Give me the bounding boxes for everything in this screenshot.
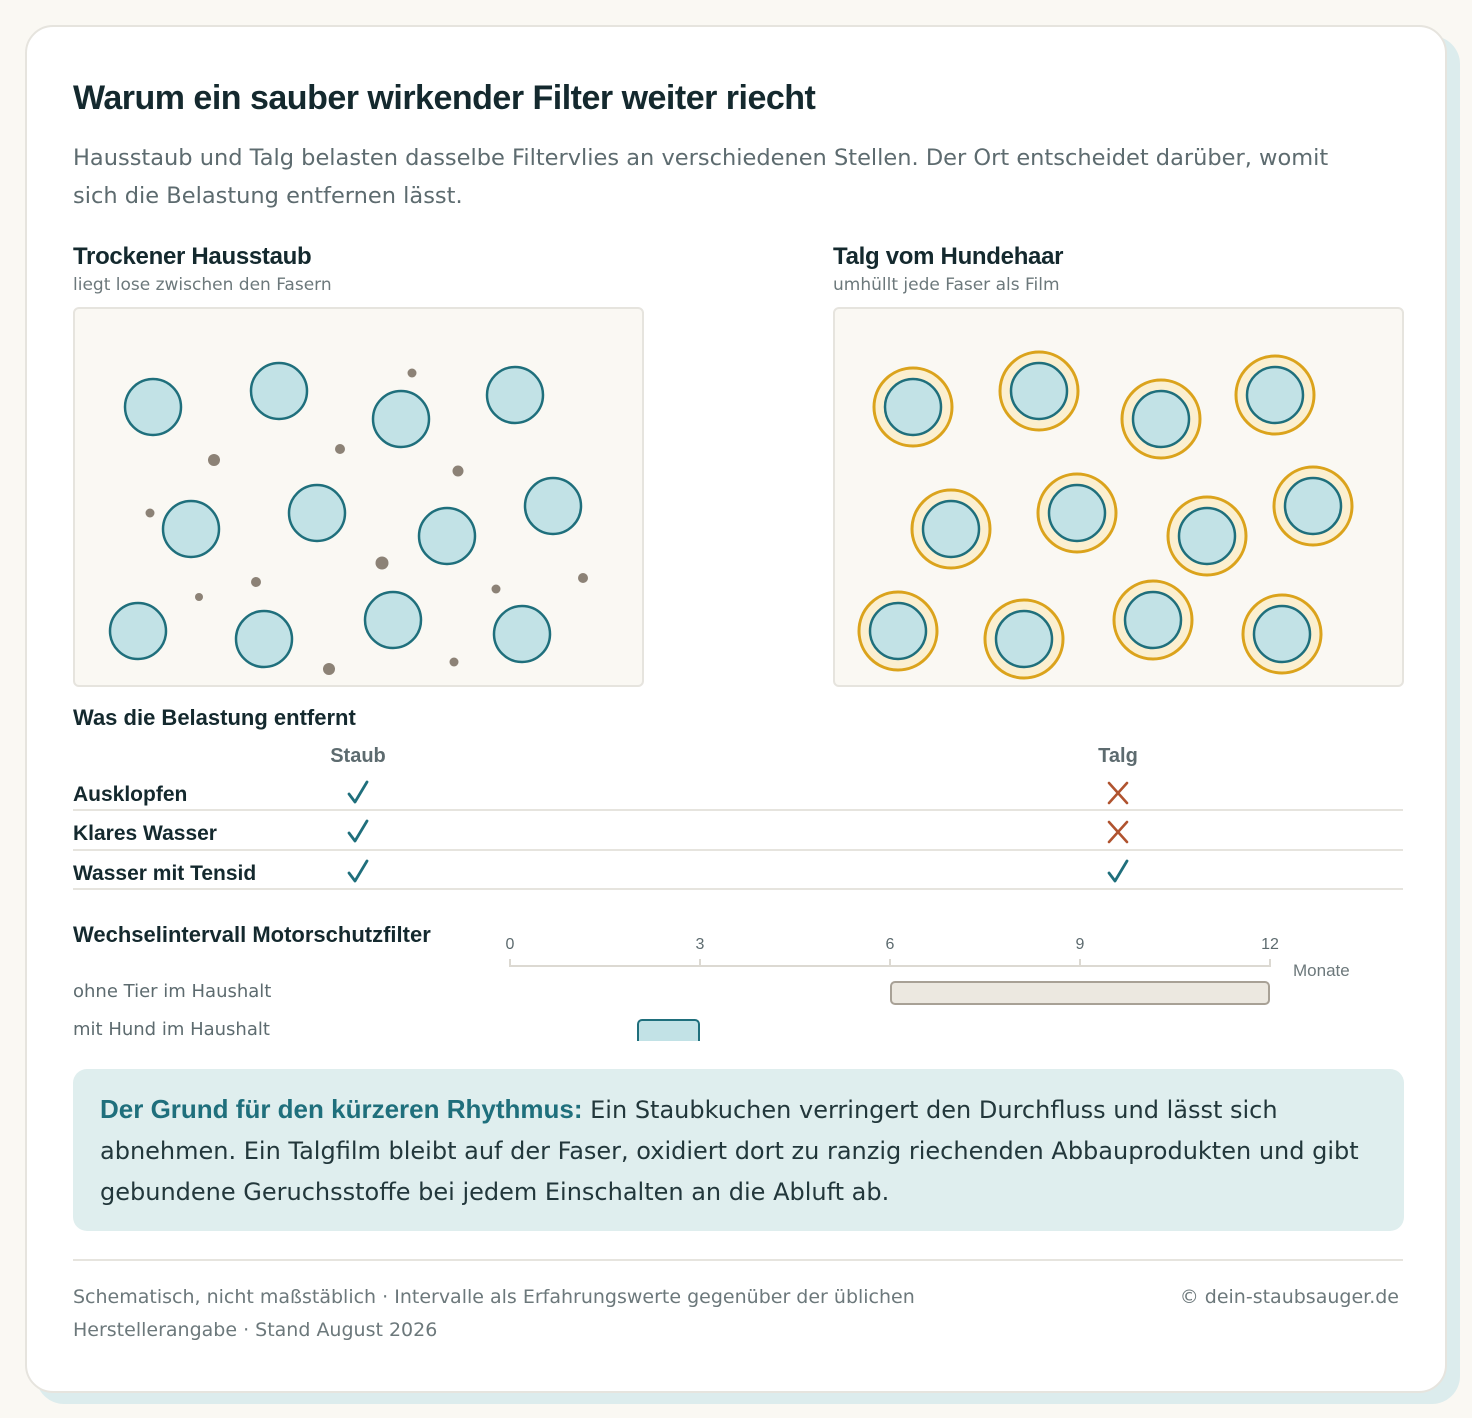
row-label-klares-wasser: Klares Wasser	[73, 822, 217, 845]
dust-particle	[491, 584, 501, 594]
fiber	[287, 483, 347, 543]
fiber	[883, 377, 943, 437]
check-icon	[345, 858, 371, 891]
fiber	[868, 601, 928, 661]
fiber	[363, 590, 423, 650]
fiber	[492, 604, 552, 664]
dust-particle	[208, 454, 220, 466]
fiber	[249, 361, 309, 421]
footer-divider	[73, 1259, 1403, 1261]
fiber	[108, 601, 168, 661]
explanation-callout: Der Grund für den kürzeren Rhythmus: Ein…	[73, 1069, 1404, 1231]
bar-label-dog: mit Hund im Haushalt	[73, 1019, 270, 1040]
row-label-ausklopfen: Ausklopfen	[73, 783, 188, 806]
sebum-coated-fiber	[1234, 354, 1316, 436]
tick-mark	[1269, 959, 1271, 967]
footer-note: Schematisch, nicht maßstäblich · Interva…	[73, 1286, 915, 1341]
row-divider	[73, 849, 1403, 851]
tick-label: 12	[1261, 936, 1279, 953]
row-divider	[73, 888, 1403, 890]
callout-lead-in: Der Grund für den kürzeren Rhythmus:	[100, 1094, 583, 1124]
fiber	[994, 609, 1054, 669]
sebum-coated-fiber	[1272, 465, 1354, 547]
tick-mark	[699, 959, 701, 967]
fiber	[123, 377, 183, 437]
dust-particle	[335, 444, 345, 454]
panel-dust-subtitle: liegt lose zwischen den Fasern	[73, 275, 332, 295]
interval-bar-no-pet	[890, 981, 1270, 1005]
fiber	[1123, 590, 1183, 650]
fiber	[1009, 361, 1069, 421]
sebum-coated-fiber	[1120, 378, 1202, 460]
callout-text: Ein Staubkuchen verringert den Durchflus…	[100, 1096, 1359, 1206]
dust-particle	[578, 573, 588, 583]
tick-label: 9	[1075, 936, 1085, 953]
panel-dust-title: Trockener Hausstaub	[73, 243, 312, 270]
sebum-coated-fiber	[1241, 593, 1323, 675]
sebum-coated-fiber	[998, 350, 1080, 432]
fiber	[1245, 365, 1305, 425]
interval-title: Wechselintervall Motorschutzfilter	[73, 922, 431, 947]
panel-dust-diagram	[73, 307, 644, 687]
panel-sebum-title: Talg vom Hundehaar	[833, 243, 1064, 270]
sebum-coated-fiber	[1112, 579, 1194, 661]
page-title: Warum ein sauber wirkender Filter weiter…	[73, 79, 816, 117]
tick-label: 0	[505, 936, 515, 953]
tick-label: 3	[695, 936, 705, 953]
cross-icon	[1105, 818, 1131, 851]
footer-copyright: © dein-staubsauger.de	[1179, 1286, 1399, 1308]
cross-icon	[1105, 779, 1131, 812]
dust-particle	[145, 508, 155, 518]
sebum-coated-fiber	[1036, 472, 1118, 554]
row-label-wasser-tensid: Wasser mit Tensid	[73, 862, 257, 885]
fiber	[523, 476, 583, 536]
panel-sebum-subtitle: umhüllt jede Faser als Film	[833, 275, 1060, 295]
lead-text: Hausstaub und Talg belasten dasselbe Fil…	[73, 145, 1329, 209]
tick-mark	[889, 959, 891, 967]
column-head-talg: Talg	[1098, 745, 1138, 767]
dust-particle	[375, 556, 389, 570]
tick-mark	[509, 959, 511, 967]
fiber	[1177, 506, 1237, 566]
check-icon	[345, 818, 371, 851]
dust-particle	[323, 663, 335, 675]
dust-particle	[195, 593, 203, 601]
sebum-coated-fiber	[1166, 495, 1248, 577]
panel-sebum-diagram	[833, 307, 1404, 687]
check-icon	[1105, 858, 1131, 891]
interval-bar-dog	[636, 1019, 700, 1041]
tick-mark	[1079, 959, 1081, 967]
row-divider	[73, 809, 1403, 811]
fiber	[161, 499, 221, 559]
dust-particle	[407, 368, 417, 378]
dust-particle	[449, 657, 459, 667]
sebum-fiber-diagram	[857, 350, 1354, 680]
removal-title: Was die Belastung entfernt	[73, 705, 356, 730]
fiber	[1283, 476, 1343, 536]
dust-particle	[251, 577, 261, 587]
sebum-coated-fiber	[983, 598, 1065, 680]
fiber	[485, 365, 545, 425]
dust-particle	[452, 465, 464, 477]
interval-unit: Monate	[1293, 961, 1350, 980]
check-icon	[345, 779, 371, 812]
infographic-card: Warum ein sauber wirkender Filter weiter…	[25, 25, 1447, 1393]
bar-label-no-pet: ohne Tier im Haushalt	[73, 981, 272, 1002]
sebum-coated-fiber	[857, 590, 939, 672]
fiber	[371, 389, 431, 449]
fiber	[1047, 483, 1107, 543]
fiber	[417, 506, 477, 566]
fiber	[921, 499, 981, 559]
dust-fiber-diagram	[108, 361, 588, 675]
interval-axis	[509, 965, 1271, 967]
fiber	[1131, 389, 1191, 449]
sebum-coated-fiber	[872, 366, 954, 448]
tick-label: 6	[885, 936, 895, 953]
fiber	[1252, 604, 1312, 664]
fiber	[234, 609, 294, 669]
column-head-staub: Staub	[330, 745, 386, 767]
sebum-coated-fiber	[910, 488, 992, 570]
